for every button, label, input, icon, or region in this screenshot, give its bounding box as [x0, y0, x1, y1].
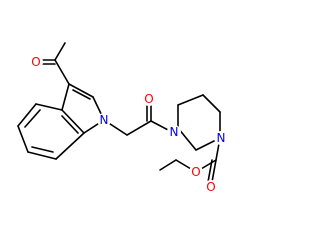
- bond-c6-c7-double: [31, 146, 54, 153]
- atom-o-carbonyl: O: [204, 180, 218, 194]
- molecule-canvas: O N O N N O O: [17, 42, 228, 194]
- pyrrole-ring: [61, 83, 105, 134]
- atom-o-amide: O: [142, 92, 156, 106]
- atom-n-indole-label: N: [100, 113, 109, 127]
- molecule-structure: O N O N N O O: [17, 42, 228, 194]
- piperazine-ring: [177, 94, 221, 151]
- bond-c3a-c4: [35, 103, 63, 111]
- bond-carbamate-carbonyl: [211, 159, 217, 183]
- bond-ce-n4: [177, 127, 197, 151]
- atom-o-acetyl: O: [29, 55, 43, 69]
- atom-n-piperazine-carbamate-label: N: [217, 131, 226, 145]
- acetyl-group: [39, 42, 70, 85]
- bond-c7a-c3a: [61, 109, 85, 134]
- atom-o-ester: O: [189, 165, 203, 179]
- atom-n-piperazine-amide: N: [167, 125, 181, 139]
- bond-c3-c2-double: [72, 89, 91, 100]
- atom-n-piperazine-carbamate: N: [214, 131, 228, 145]
- bond-acetyl-methyl: [54, 42, 66, 61]
- benzene-ring: [17, 103, 85, 160]
- bond-c3a-c7a-double: [61, 115, 79, 134]
- bond-carbonyl-n4: [150, 120, 171, 132]
- atom-o-carbonyl-label: O: [206, 180, 215, 194]
- atom-o-ester-label: O: [191, 165, 200, 179]
- amide-linker: [103, 100, 171, 136]
- bond-c4-c5: [17, 103, 37, 127]
- atom-n-piperazine-amide-label: N: [170, 125, 179, 139]
- bond-c4-c5-double: [24, 109, 41, 128]
- bond-c3-c2: [68, 83, 94, 98]
- bond-cb-cc: [202, 94, 221, 113]
- bond-ethyl-ch2-ch3: [159, 159, 177, 171]
- atom-n-indole: N: [97, 113, 111, 127]
- bond-c6-c7: [27, 151, 57, 160]
- atom-o-amide-label: O: [144, 92, 153, 106]
- bond-c3-acetyl: [54, 59, 70, 85]
- bond-ch2-carbonyl: [126, 120, 152, 136]
- bond-ca-cb: [177, 94, 204, 106]
- bond-c5-c6: [17, 125, 29, 153]
- bond-c7-c7a: [55, 132, 85, 160]
- atom-o-acetyl-label: O: [31, 55, 40, 69]
- bond-c3a-c3: [61, 83, 70, 111]
